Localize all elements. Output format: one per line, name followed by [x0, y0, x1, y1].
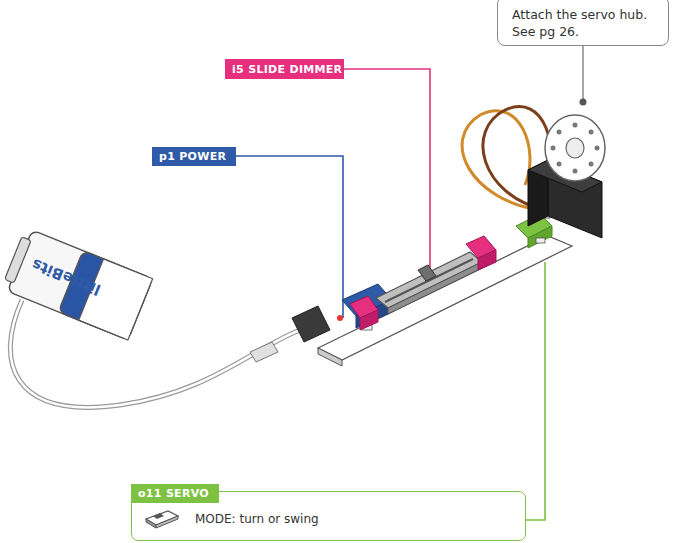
hub-hole [557, 162, 562, 167]
switch-icon [144, 507, 180, 529]
leader-line [582, 46, 584, 100]
leader-line [344, 69, 430, 270]
part-name: i5 SLIDE DIMMER [232, 63, 342, 76]
part-label: p1 POWER [152, 147, 236, 166]
part-label: i5 SLIDE DIMMER [225, 59, 344, 79]
mode-switch [536, 238, 545, 243]
hub-hole [551, 146, 556, 151]
battery-cable [10, 300, 300, 407]
slider-track [388, 262, 482, 314]
circuit-board [318, 348, 342, 366]
power-jack [292, 306, 330, 342]
slider-slot [385, 259, 473, 302]
mode-text: MODE: turn or swing [195, 512, 319, 526]
hub-hole [595, 146, 600, 151]
hub-hole [589, 130, 594, 135]
callout-box: Attach the servo hub. See pg 26. [497, 0, 669, 46]
slider-knob [418, 265, 436, 281]
leader-dot [580, 99, 587, 106]
dimmer-end [360, 310, 378, 330]
battery [1, 227, 153, 340]
hub-hole [589, 162, 594, 167]
hub-hole [573, 123, 578, 128]
part-name: o11 SERVO [131, 484, 219, 503]
part-name: p1 POWER [159, 150, 226, 163]
power-led [337, 315, 343, 321]
servo-hub [566, 138, 584, 158]
slider-track [376, 252, 482, 308]
dimmer-end [478, 250, 496, 270]
hub-hole [573, 169, 578, 174]
part-info-box: o11 SERVO MODE: turn or swing [131, 484, 526, 541]
hub-hole [557, 130, 562, 135]
callout-text: Attach the servo hub. See pg 26. [512, 6, 656, 40]
leader-line [526, 262, 545, 520]
servo-module [528, 226, 552, 248]
cable-strain-relief [250, 342, 278, 362]
servo-hub [545, 115, 605, 181]
circuit-board [318, 236, 572, 360]
battery-cable [10, 300, 300, 407]
leader-line [236, 156, 343, 318]
